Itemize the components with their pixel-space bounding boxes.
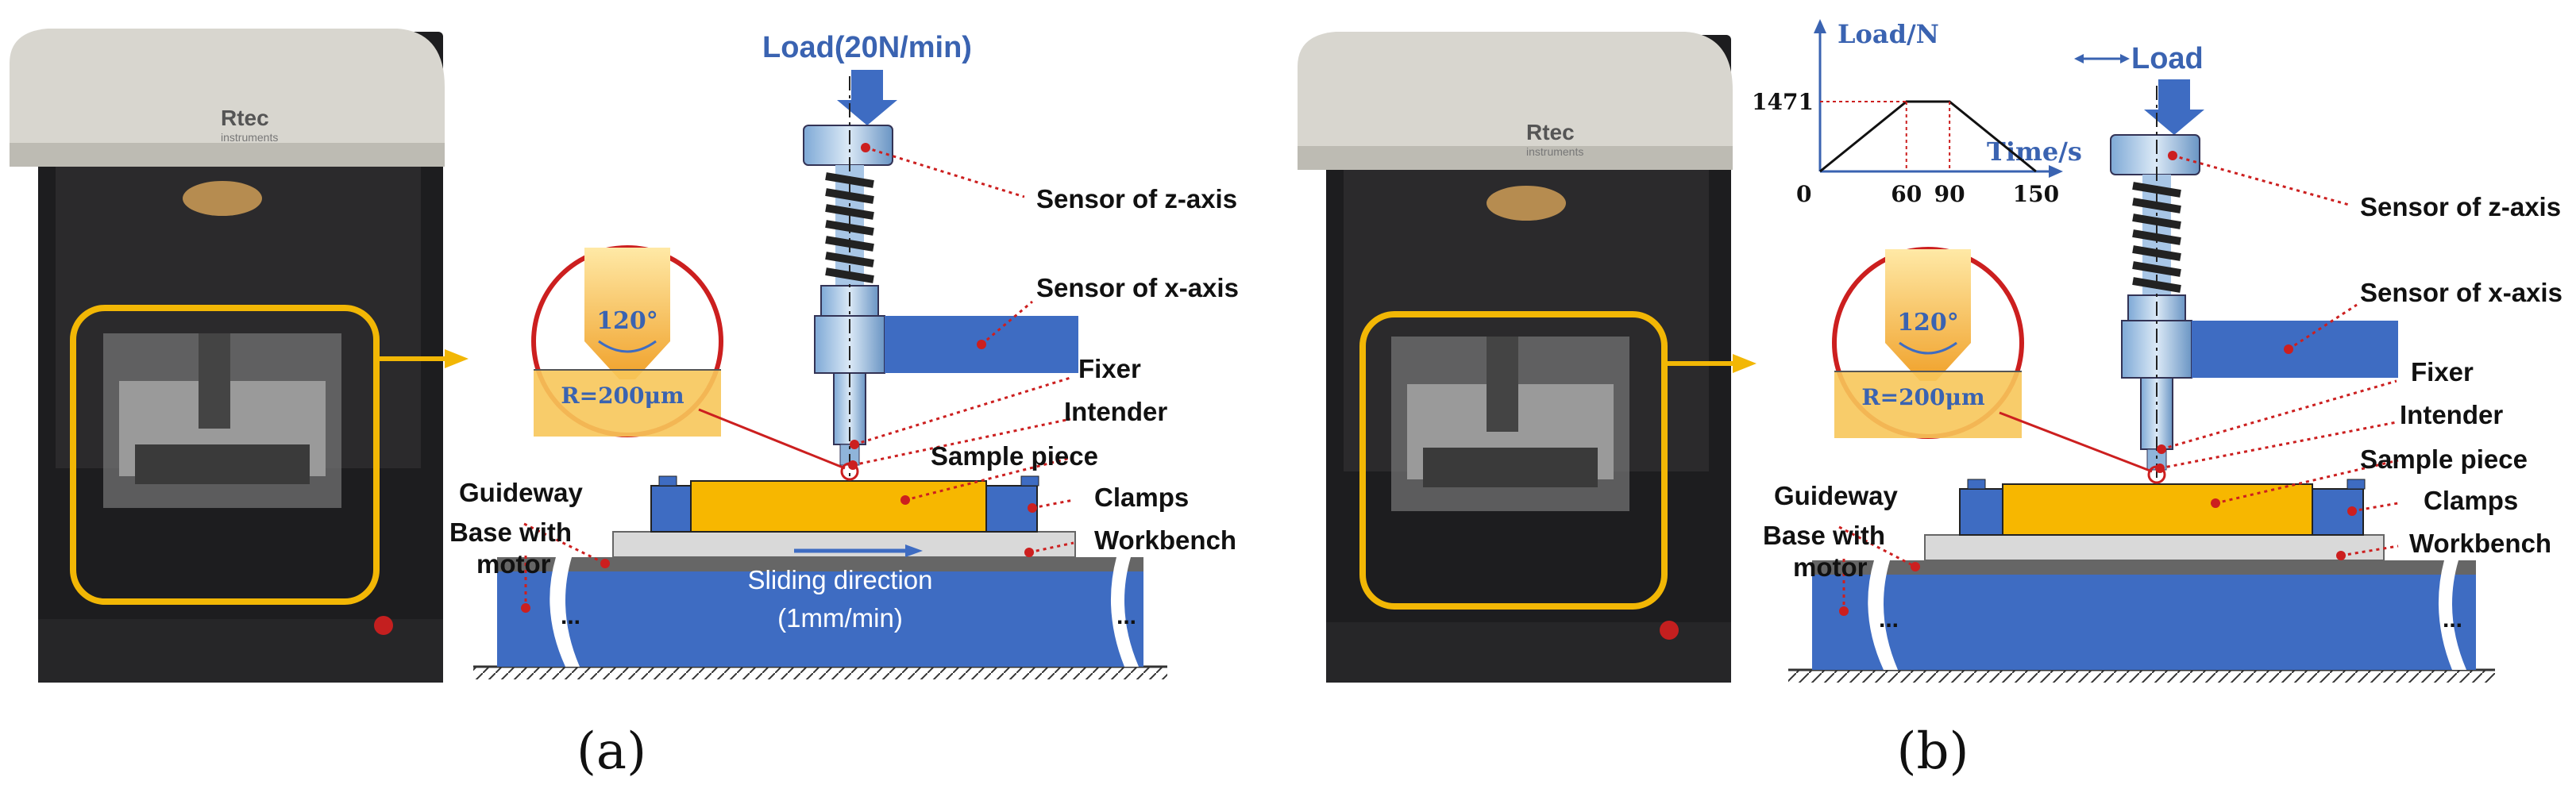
panel-caption: (a) bbox=[577, 722, 646, 781]
load-profile-line bbox=[1819, 100, 2037, 173]
sliding-direction-label: Sliding direction bbox=[748, 565, 933, 594]
label-intender: Intender bbox=[2400, 400, 2503, 429]
clamp-left bbox=[1959, 488, 2005, 536]
tip-radius-label: R=200μm bbox=[1861, 384, 1984, 410]
label-sensor-z: Sensor of z-axis bbox=[1036, 184, 1237, 214]
label-base-line2: motor bbox=[476, 549, 551, 579]
right-arrow-icon bbox=[2120, 54, 2130, 63]
label-fixer: Fixer bbox=[2411, 357, 2474, 387]
machine-top-cover bbox=[1298, 32, 1733, 162]
load-label: Load bbox=[2131, 42, 2204, 75]
y-axis-arrow-icon bbox=[1814, 19, 1826, 33]
tribometer-photo: Rtec instruments bbox=[10, 29, 469, 683]
ground-hatch bbox=[473, 667, 1167, 679]
test-schematic: ... ... Sliding direction (1mm/min) Load… bbox=[449, 31, 1239, 679]
arrow-right-icon bbox=[445, 349, 469, 368]
clamp-left bbox=[650, 485, 693, 533]
machine-brand-logo: Rtec bbox=[221, 106, 269, 130]
chart-x-tick: 150 bbox=[2013, 181, 2059, 207]
label-guideway: Guideway bbox=[459, 478, 584, 507]
tip-magnifier: 120° R=200μm bbox=[531, 245, 846, 470]
panel-b-figure: Rtec instruments Load/N Time/s 1471 0 60… bbox=[1298, 19, 2563, 781]
sensor-x-arm bbox=[2192, 321, 2398, 378]
label-base-line1: Base with bbox=[449, 517, 572, 547]
left-arrow-icon bbox=[2074, 54, 2084, 63]
label-sensor-x: Sensor of x-axis bbox=[2360, 278, 2563, 307]
load-label: Load(20N/min) bbox=[762, 31, 972, 64]
guideway-rail bbox=[1812, 560, 2476, 575]
test-schematic: ... ... Load bbox=[1763, 42, 2563, 683]
label-sensor-z: Sensor of z-axis bbox=[2360, 192, 2561, 221]
machine-top-cover bbox=[10, 29, 445, 159]
ground-hatch bbox=[1788, 670, 2495, 683]
svg-text:...: ... bbox=[1116, 603, 1136, 629]
label-base-line1: Base with bbox=[1763, 521, 1885, 550]
svg-text:...: ... bbox=[2443, 606, 2462, 633]
sliding-arrow-icon bbox=[905, 544, 923, 557]
chart-xlabel: Time/s bbox=[1987, 137, 2082, 167]
sample-piece bbox=[690, 480, 987, 533]
label-base-line2: motor bbox=[1793, 552, 1868, 582]
workbench bbox=[1924, 534, 2385, 561]
label-sensor-x: Sensor of x-axis bbox=[1036, 273, 1239, 302]
label-workbench: Workbench bbox=[2409, 529, 2551, 558]
arrow-right-icon bbox=[1733, 354, 1757, 373]
label-intender: Intender bbox=[1064, 397, 1167, 426]
base-block bbox=[1812, 560, 2476, 670]
label-fixer: Fixer bbox=[1078, 354, 1141, 383]
highlight-frame bbox=[70, 305, 380, 605]
emergency-stop-icon bbox=[374, 616, 393, 635]
tip-angle-label: 120° bbox=[596, 307, 658, 335]
chart-origin-tick: 0 bbox=[1796, 181, 1811, 207]
tip-magnifier: 120° R=200μm bbox=[1832, 247, 2153, 473]
label-guideway: Guideway bbox=[1774, 481, 1899, 510]
sample-piece bbox=[2002, 483, 2313, 536]
x-axis-arrow-icon bbox=[2049, 165, 2063, 178]
load-profile-chart: Load/N Time/s 1471 0 60 90 150 bbox=[1752, 19, 2082, 207]
sensor-z-block bbox=[2110, 134, 2200, 175]
tribometer-photo: Rtec instruments bbox=[1298, 32, 1757, 683]
tip-radius-label: R=200μm bbox=[561, 383, 684, 409]
machine-brand-sub: instruments bbox=[1526, 145, 1583, 158]
load-arrow-icon bbox=[837, 100, 897, 125]
label-clamps: Clamps bbox=[1094, 483, 1189, 512]
sliding-speed-label: (1mm/min) bbox=[777, 603, 903, 633]
chart-peak-tick: 1471 bbox=[1752, 89, 1814, 115]
chart-x-tick: 90 bbox=[1934, 181, 1965, 207]
svg-text:...: ... bbox=[561, 603, 580, 629]
sensor-z-block bbox=[803, 125, 893, 166]
workbench bbox=[612, 531, 1076, 558]
label-sample: Sample piece bbox=[2360, 444, 2528, 474]
chart-x-tick: 60 bbox=[1891, 181, 1922, 207]
load-arrow-icon bbox=[2144, 110, 2204, 135]
emergency-stop-icon bbox=[1660, 621, 1679, 640]
chart-ylabel: Load/N bbox=[1838, 19, 1939, 49]
panel-a: Rtec instruments ... ... bbox=[10, 29, 1239, 781]
label-workbench: Workbench bbox=[1094, 525, 1236, 555]
label-sample: Sample piece bbox=[931, 441, 1098, 471]
guideway-rail bbox=[497, 557, 1143, 571]
highlight-frame bbox=[1359, 311, 1668, 610]
svg-text:...: ... bbox=[1879, 606, 1899, 633]
panel-caption: (b) bbox=[1897, 722, 1969, 781]
machine-brand-logo: Rtec bbox=[1526, 120, 1575, 144]
panel-b: Rtec instruments Load/N Time/s 1471 0 60… bbox=[1288, 0, 2576, 804]
base-block bbox=[497, 557, 1143, 667]
machine-brand-sub: instruments bbox=[221, 131, 278, 144]
tip-angle-label: 120° bbox=[1897, 309, 1959, 337]
label-clamps: Clamps bbox=[2424, 486, 2518, 515]
panel-a-figure: Rtec instruments ... ... bbox=[10, 29, 1239, 781]
